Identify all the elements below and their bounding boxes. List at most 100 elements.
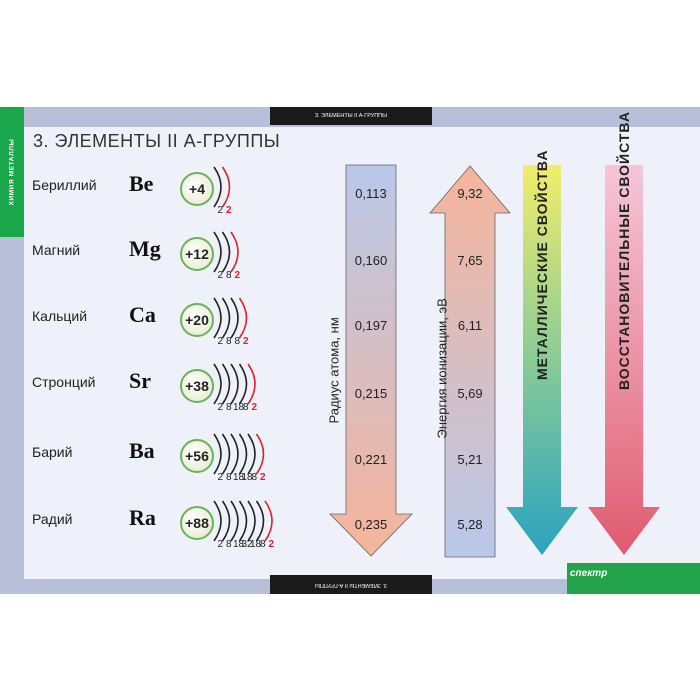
- top-bar: 3. ЭЛЕМЕНТЫ II А-ГРУППЫ: [270, 107, 432, 125]
- radius-value: 0,235: [354, 517, 388, 532]
- shell-count: 18: [233, 539, 245, 550]
- ionization-value: 7,65: [457, 253, 483, 268]
- electron-shell-arc: [230, 500, 239, 542]
- shell-count: 8: [225, 472, 232, 483]
- electron-shell-arc: [264, 500, 273, 542]
- ionization-value: 9,32: [457, 186, 483, 201]
- electron-shells: [213, 363, 256, 405]
- element-symbol: Ba: [129, 438, 155, 463]
- electron-shells: [213, 500, 273, 542]
- electron-shells: [213, 433, 265, 475]
- electron-shell-arc: [213, 363, 222, 405]
- radius-value: 0,215: [354, 386, 388, 401]
- element-name: Магний: [32, 242, 81, 258]
- shell-count: 18: [250, 539, 262, 550]
- ionization-value: 5,28: [457, 517, 483, 532]
- electron-shells: [213, 166, 231, 208]
- shell-count: 2: [234, 270, 241, 281]
- element-symbol: Be: [129, 171, 154, 196]
- electron-shell-arc: [255, 500, 265, 542]
- electron-shell-arc: [230, 231, 239, 273]
- shell-count: 8: [225, 336, 232, 347]
- shell-count: 2: [251, 402, 258, 413]
- electron-shell-arc: [213, 297, 222, 339]
- element-symbol: Mg: [129, 236, 161, 261]
- electron-shell-arc: [255, 433, 265, 475]
- radius-label: Радиус атома, нм: [326, 317, 342, 424]
- shell-count: 2: [259, 472, 266, 483]
- shell-count: 2: [217, 336, 224, 347]
- metallic-label: МЕТАЛЛИЧЕСКИЕ СВОЙСТВА: [534, 149, 550, 380]
- publisher-logo: спектр: [570, 568, 608, 579]
- ionization-value: 5,69: [457, 386, 483, 401]
- electron-shell-arc: [213, 231, 222, 273]
- nucleus-charge: +38: [180, 369, 214, 403]
- electron-shell-arc: [221, 166, 231, 208]
- electron-shell-arc: [213, 500, 222, 542]
- shell-count: 8: [251, 472, 258, 483]
- radius-value: 0,113: [355, 186, 387, 201]
- electron-shells: [213, 231, 239, 273]
- ionization-label: Энергия ионизации, эВ: [434, 298, 450, 439]
- shell-count: 8: [225, 270, 232, 281]
- publisher-block: спектр: [567, 563, 700, 594]
- reducing-label: ВОССТАНОВИТЕЛЬНЫЕ СВОЙСТВА: [616, 111, 632, 390]
- shell-count: 2: [217, 539, 224, 550]
- shell-count: 2: [217, 205, 224, 216]
- side-tab: ХИМИЯ МЕТАЛЛЫ: [0, 107, 24, 237]
- nucleus-charge: +88: [180, 506, 214, 540]
- bottom-bar: 3. ЭЛЕМЕНТЫ II А-ГРУППЫ: [270, 575, 432, 594]
- nucleus-charge: +12: [180, 237, 214, 271]
- element-symbol: Ra: [129, 505, 156, 530]
- shell-count: 2: [225, 205, 232, 216]
- shell-count: 2: [217, 270, 224, 281]
- electron-shell-arc: [213, 166, 222, 208]
- shell-count: 18: [241, 472, 253, 483]
- ionization-value: 6,11: [457, 318, 483, 333]
- electron-shell-arc: [230, 297, 239, 339]
- shell-count: 2: [217, 472, 224, 483]
- shell-count: 18: [233, 472, 245, 483]
- element-symbol: Ca: [129, 302, 156, 327]
- nucleus-charge: +20: [180, 303, 214, 337]
- electron-shell-arc: [238, 297, 248, 339]
- electron-shell-arc: [247, 500, 256, 542]
- nucleus-charge: +4: [180, 172, 214, 206]
- electron-shell-arc: [213, 433, 222, 475]
- electron-shells: [213, 297, 248, 339]
- shell-count: 8: [225, 402, 232, 413]
- element-name: Стронций: [32, 374, 96, 390]
- shell-count: 18: [233, 402, 245, 413]
- electron-shell-arc: [238, 433, 248, 475]
- nucleus-charge: +56: [180, 439, 214, 473]
- ionization-value: 5,21: [457, 452, 483, 467]
- bottom-bar-label: 3. ЭЛЕМЕНТЫ II А-ГРУППЫ: [314, 582, 388, 588]
- shell-count: 8: [225, 539, 232, 550]
- electron-shell-arc: [238, 363, 248, 405]
- electron-shell-arc: [247, 363, 256, 405]
- electron-shell-arc: [247, 433, 256, 475]
- element-symbol: Sr: [129, 368, 151, 393]
- shell-count: 32: [241, 539, 253, 550]
- electron-shell-arc: [230, 433, 239, 475]
- shell-count: 8: [234, 336, 241, 347]
- shell-count: 8: [259, 539, 266, 550]
- element-name: Кальций: [32, 308, 88, 324]
- radius-value: 0,197: [354, 318, 388, 333]
- electron-shell-arc: [221, 500, 231, 542]
- electron-shell-arc: [230, 363, 239, 405]
- electron-shell-arc: [221, 433, 231, 475]
- radius-value: 0,160: [354, 253, 388, 268]
- element-name: Бериллий: [32, 177, 97, 193]
